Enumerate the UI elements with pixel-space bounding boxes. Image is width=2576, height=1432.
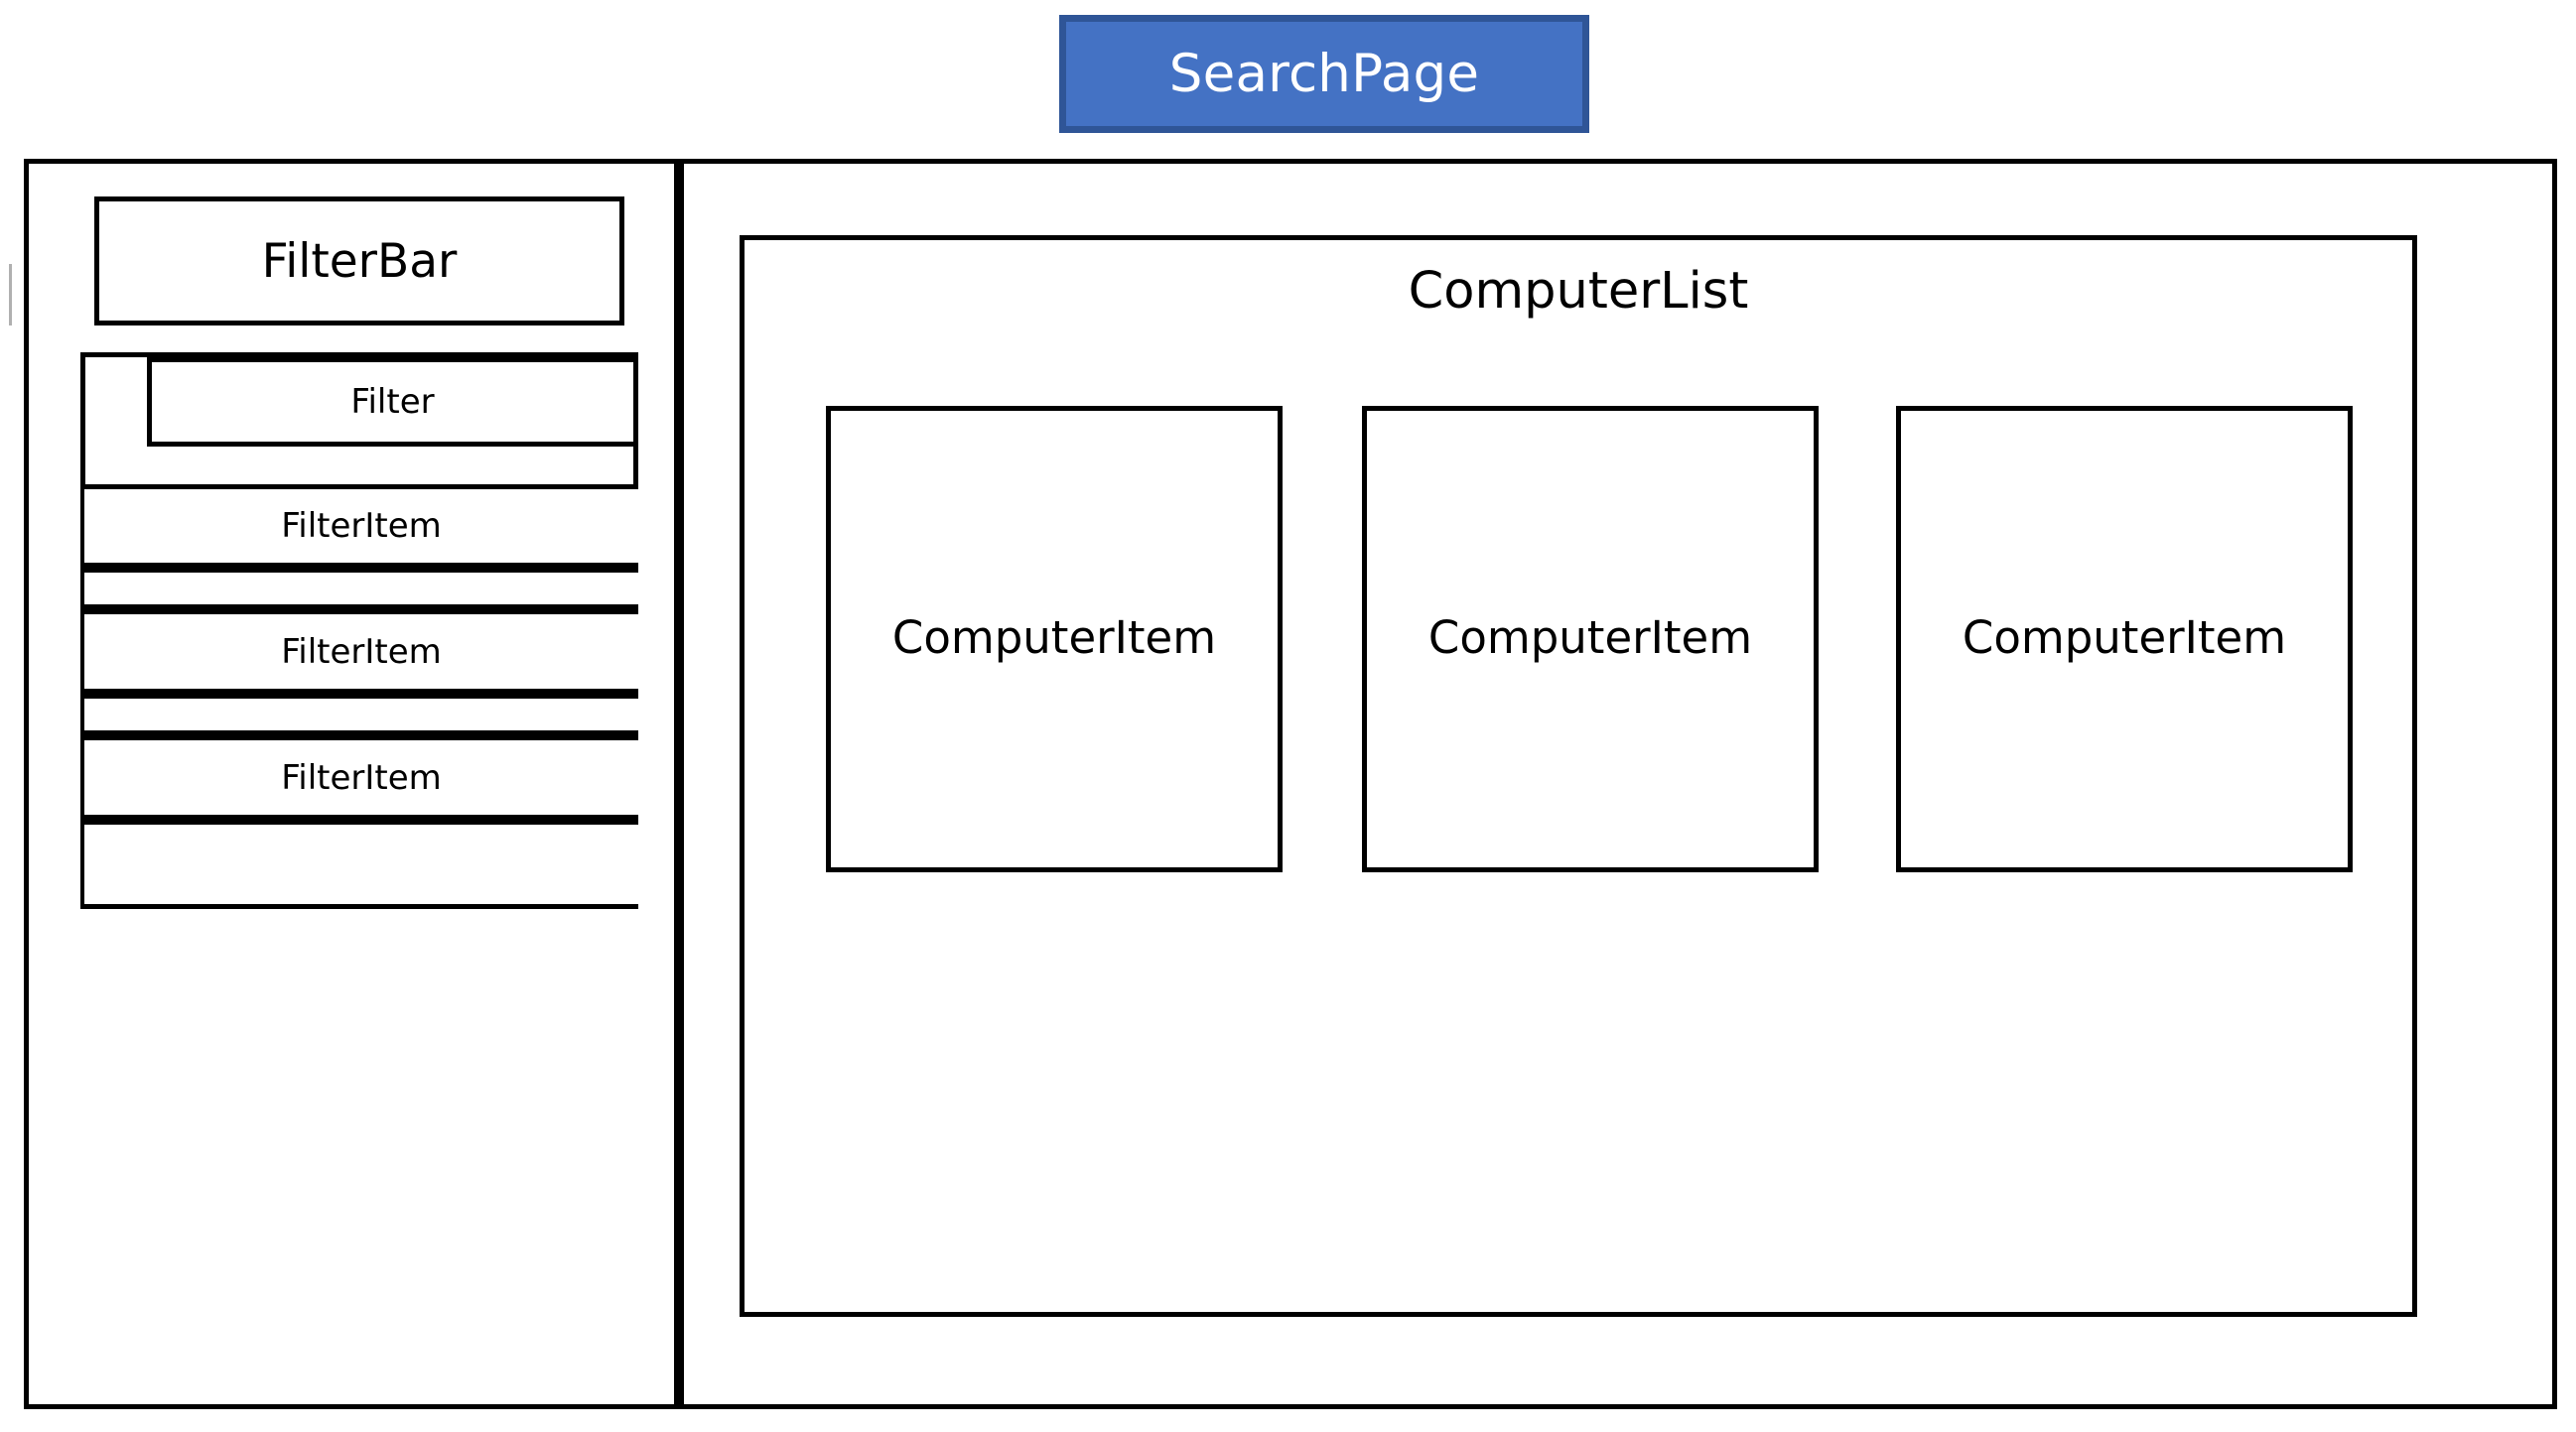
computer-item-card[interactable]: ComputerItem (1896, 406, 2353, 872)
computer-item-label: ComputerItem (891, 611, 1217, 664)
filter-group-container: Filter FilterItem FilterItem FilterItem (80, 352, 638, 909)
filter-item-row[interactable]: FilterItem (84, 484, 638, 568)
search-page-label: SearchPage (1168, 44, 1480, 104)
filter-item-spacer (84, 820, 638, 909)
filter-label: Filter (350, 382, 435, 422)
filter-bar-label: FilterBar (261, 233, 458, 289)
filter-item-row[interactable]: FilterItem (84, 735, 638, 820)
computer-list-container: ComputerList ComputerItem ComputerItem C… (740, 235, 2417, 1317)
computer-item-card[interactable]: ComputerItem (1362, 406, 1819, 872)
stray-caret-mark (9, 264, 12, 325)
sidebar-panel: FilterBar Filter FilterItem FilterItem F… (24, 159, 679, 1409)
filter-item-label: FilterItem (281, 506, 442, 546)
computer-item-label: ComputerItem (1962, 611, 2287, 664)
computer-item-label: ComputerItem (1427, 611, 1753, 664)
filter-item-spacer (84, 568, 638, 609)
main-panel: ComputerList ComputerItem ComputerItem C… (679, 159, 2557, 1409)
filter-item-spacer (84, 694, 638, 735)
filter-item-row[interactable]: FilterItem (84, 609, 638, 694)
filter-node[interactable]: Filter (147, 357, 638, 447)
filter-item-label: FilterItem (281, 757, 442, 798)
computer-item-card[interactable]: ComputerItem (826, 406, 1283, 872)
search-page-node[interactable]: SearchPage (1059, 15, 1589, 133)
computer-list-title: ComputerList (1408, 262, 1749, 321)
filter-bar-node[interactable]: FilterBar (94, 196, 624, 325)
filter-item-label: FilterItem (281, 631, 442, 672)
